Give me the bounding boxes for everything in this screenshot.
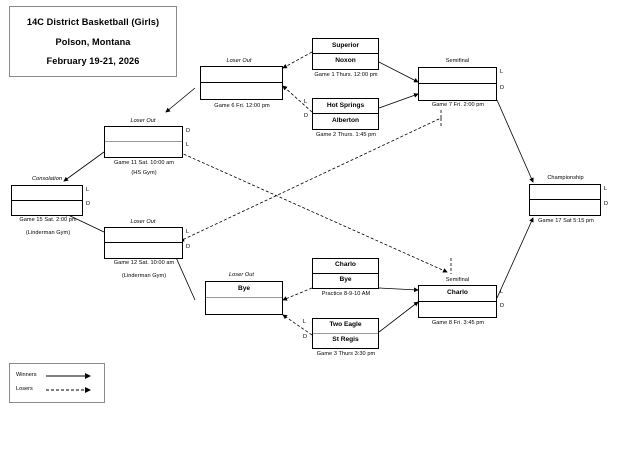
game-6-box[interactable]: [200, 66, 283, 100]
game-12-box[interactable]: [104, 227, 183, 259]
game-2-team-top[interactable]: Hot Springs: [313, 99, 378, 114]
title-line-1: 14C District Basketball (Girls): [26, 16, 160, 27]
tournament-title-box: 14C District Basketball (Girls) Polson, …: [9, 6, 177, 77]
game-11-header: Loser Out: [130, 118, 156, 124]
title-line-3: February 19-21, 2026: [46, 56, 140, 67]
game-12-marker-D: D: [186, 244, 191, 250]
game-7-box[interactable]: [418, 67, 497, 101]
game-11-marker-L: L: [186, 142, 190, 148]
game-11-caption-gym: (HS Gym): [131, 170, 157, 176]
game-17-slot-bottom[interactable]: [530, 200, 600, 215]
game-17-header: Championship: [547, 175, 584, 181]
game-15-marker-L: L: [86, 187, 90, 193]
game-7-marker-L: L: [500, 69, 504, 75]
game-11-caption: Game 11 Sat. 10:00 am: [113, 160, 175, 166]
game-3-team-top[interactable]: Two Eagle: [313, 319, 378, 334]
game-12-caption: Game 12 Sat. 10:00 am: [113, 260, 175, 266]
game-15-header: Consolation: [31, 176, 63, 182]
game-15-caption-gym: (Linderman Gym): [25, 230, 71, 236]
practice-team-top[interactable]: Charlo: [313, 259, 378, 274]
game-6-header: Loser Out: [226, 58, 252, 64]
legend-arrows: [46, 373, 91, 393]
game-3-marker-D: D: [303, 334, 308, 340]
game-17-box[interactable]: [529, 184, 601, 216]
game-8-slot-top[interactable]: Charlo: [419, 286, 496, 302]
game-12-slot-top[interactable]: [105, 228, 182, 243]
game-13-box[interactable]: Bye: [205, 281, 283, 315]
game-8-marker-D: D: [500, 303, 505, 309]
game-1-box[interactable]: Superior Noxon: [312, 38, 379, 70]
game-13-slot-bottom[interactable]: [206, 298, 282, 314]
game-6-slot-bottom[interactable]: [201, 83, 282, 99]
game-11-marker-D: D: [186, 128, 191, 134]
game-12-caption-gym: (Linderman Gym): [121, 273, 167, 279]
game-1-team-top[interactable]: Superior: [313, 39, 378, 54]
game-6-caption: Game 6 Fri. 12:00 pm: [214, 103, 270, 109]
game-1-team-bottom[interactable]: Noxon: [335, 57, 356, 65]
game-2-box[interactable]: Hot Springs Alberton: [312, 98, 379, 130]
game-2-caption: Game 2 Thurs. 1:45 pm: [315, 132, 377, 138]
game-7-slot-bottom[interactable]: [419, 84, 496, 100]
game-12-slot-bottom[interactable]: [105, 243, 182, 258]
game-3-marker-L: L: [303, 319, 307, 325]
legend-winners-label: Winners: [16, 372, 37, 378]
practice-caption: Practice 8-9-10 AM: [321, 291, 371, 297]
legend-losers-label: Losers: [16, 386, 33, 392]
game-7-caption: Game 7 Fri. 2:00 pm: [431, 102, 485, 108]
game-8-slot-bottom[interactable]: [419, 302, 496, 318]
game-11-box[interactable]: [104, 126, 183, 158]
title-line-2: Polson, Montana: [55, 36, 131, 47]
game-3-caption: Game 3 Thurs 3:30 pm: [316, 351, 376, 357]
game-7-marker-D: D: [500, 85, 505, 91]
game-8-header: Semifinal: [445, 277, 470, 283]
game-12-marker-L: L: [186, 229, 190, 235]
game-8-marker-L: L: [500, 289, 504, 295]
legend-box: Winners Losers: [9, 363, 105, 403]
game-6-slot-top[interactable]: [201, 67, 282, 83]
game-15-slot-top[interactable]: [12, 186, 82, 201]
game-2-team-bottom[interactable]: Alberton: [331, 117, 360, 125]
game-15-box[interactable]: [11, 185, 83, 216]
practice-team-bottom[interactable]: Bye: [339, 276, 352, 284]
game-7-header: Semifinal: [445, 58, 470, 64]
game-17-marker-L: L: [604, 186, 608, 192]
game-12-header: Loser Out: [130, 219, 156, 225]
game-13-slot-top[interactable]: Bye: [206, 282, 282, 298]
game-15-caption: Game 15 Sat. 2:00 pm: [19, 217, 77, 223]
game-15-marker-D: D: [86, 201, 91, 207]
game-2-marker-L: L: [304, 99, 308, 105]
game-1-caption: Game 1 Thurs. 12:00 pm: [314, 72, 378, 78]
game-8-caption: Game 8 Fri. 3:45 pm: [431, 320, 485, 326]
game-17-caption: Game 17 Sat 5:15 pm: [538, 218, 594, 224]
game-2-marker-D: D: [304, 113, 309, 119]
game-17-slot-top[interactable]: [530, 185, 600, 200]
game-7-slot-top[interactable]: [419, 68, 496, 84]
game-17-marker-D: D: [604, 201, 609, 207]
game-3-box[interactable]: Two Eagle St Regis: [312, 318, 379, 349]
game-8-box[interactable]: Charlo: [418, 285, 497, 318]
game-11-slot-bottom[interactable]: [105, 142, 182, 157]
game-13-header: Loser Out: [228, 272, 254, 278]
game-11-slot-top[interactable]: [105, 127, 182, 142]
practice-box[interactable]: Charlo Bye: [312, 258, 379, 289]
game-15-slot-bottom[interactable]: [12, 201, 82, 216]
game-3-team-bottom[interactable]: St Regis: [332, 336, 359, 344]
